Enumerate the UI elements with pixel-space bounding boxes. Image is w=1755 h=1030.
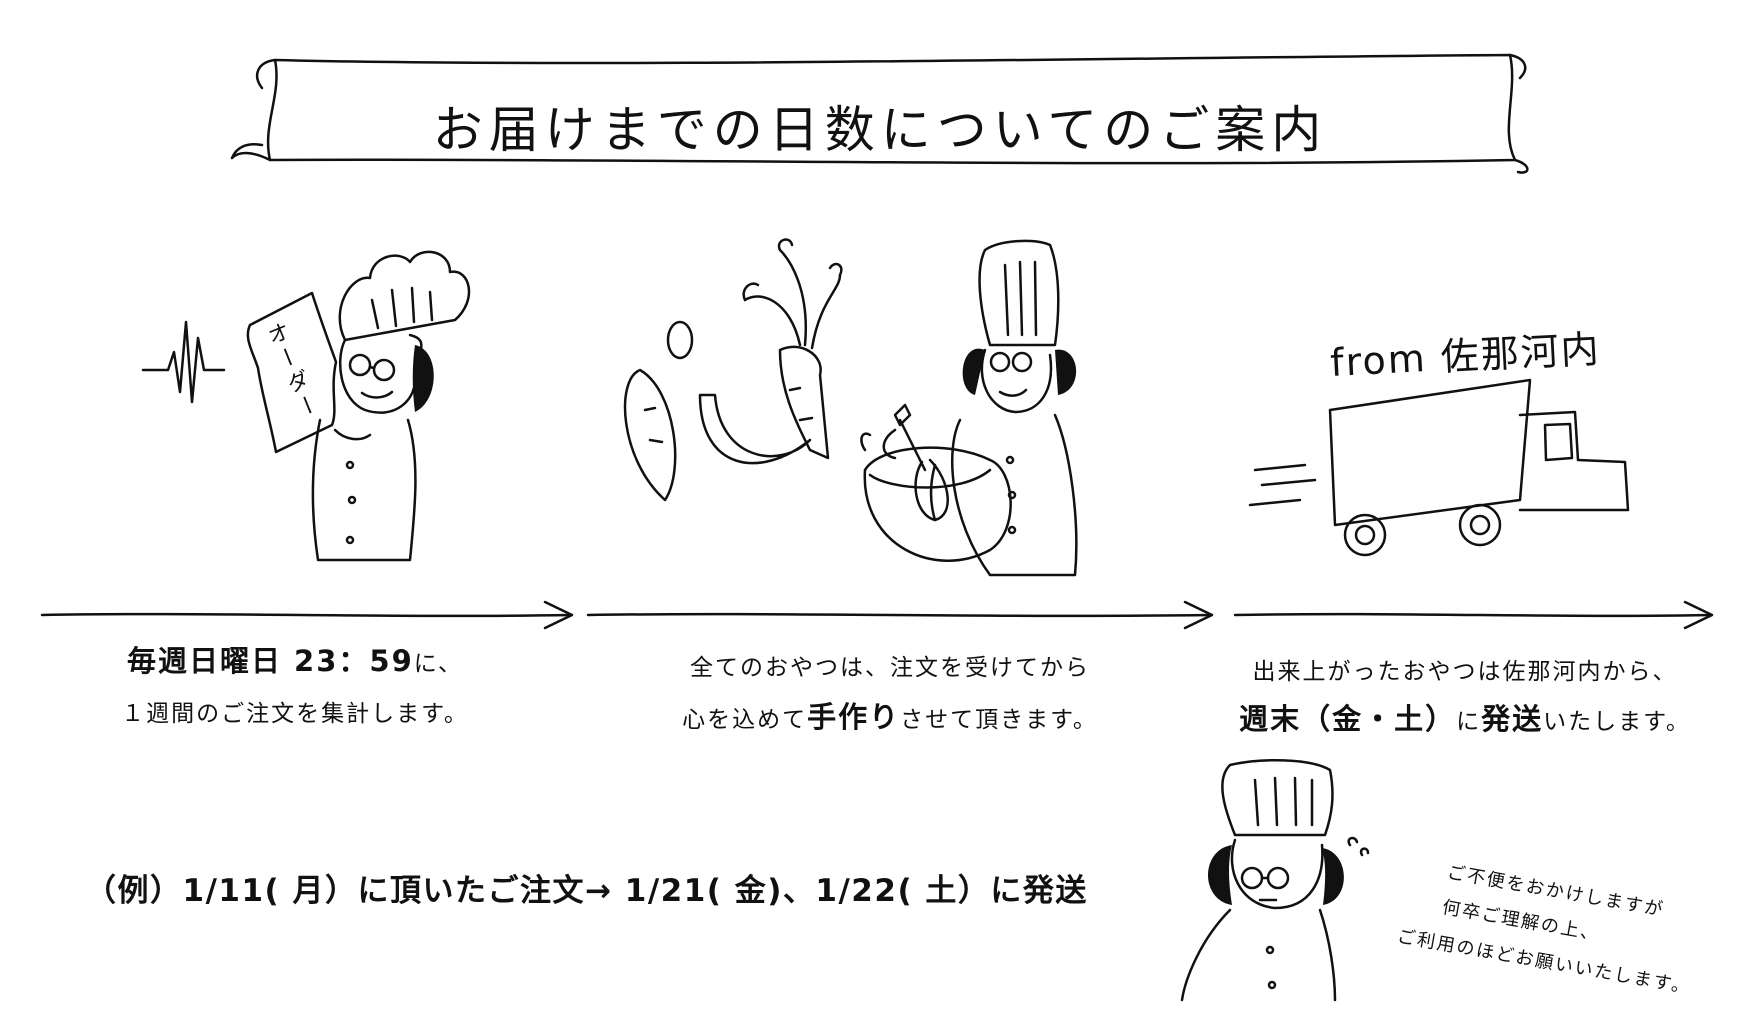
arrow-1 <box>40 612 572 618</box>
truck-sign: from 佐那河内 <box>1329 326 1602 386</box>
step3-mid: に <box>1456 709 1482 735</box>
step2-bold: 手作り <box>807 700 901 734</box>
order-sheet-label: オーダー <box>260 318 323 425</box>
arrow-2 <box>586 612 1212 618</box>
step2-text: 全てのおやつは、注文を受けてから 心を込めて手作りさせて頂きます。 <box>630 648 1150 736</box>
page-title: お届けまでの日数についてのご案内 <box>432 101 1328 159</box>
step3-bold1: 週末（金・土） <box>1239 702 1457 736</box>
step1-text: 毎週日曜日 23：59に、 １週間のご注文を集計します。 <box>55 638 535 728</box>
step1-line2: １週間のご注文を集計します。 <box>121 701 469 727</box>
step1-rest: に、 <box>413 651 464 677</box>
arrow-3 <box>1233 612 1712 618</box>
step3-line1: 出来上がったおやつは佐那河内から、 <box>1252 659 1678 685</box>
example-text: （例）1/11( 月）に頂いたご注文→ 1/21( 金)、1/22( 土）に発送 <box>85 873 1088 909</box>
step1-bold: 毎週日曜日 23：59 <box>126 644 414 678</box>
step2-post: させて頂きます。 <box>900 707 1098 733</box>
step3-text: 出来上がったおやつは佐那河内から、 週末（金・土）に発送いたします。 <box>1205 652 1725 738</box>
step3-post: いたします。 <box>1543 709 1691 735</box>
step2-pre: 心を込めて <box>682 707 808 733</box>
step2-line1: 全てのおやつは、注文を受けてから <box>690 655 1090 681</box>
step3-bold2: 発送 <box>1481 702 1544 736</box>
